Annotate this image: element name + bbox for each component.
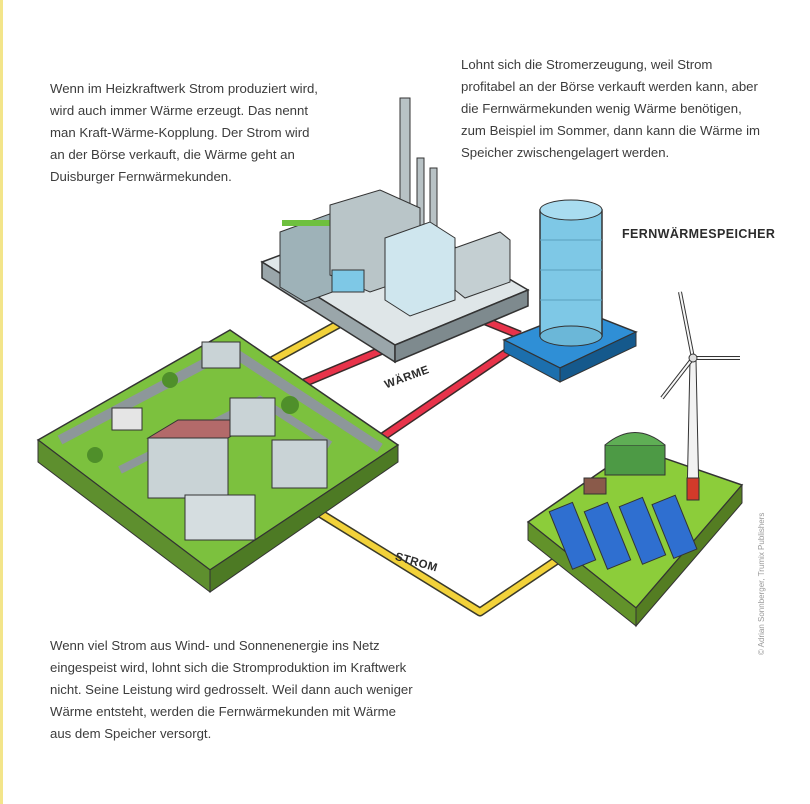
power-plant (260, 97, 530, 364)
renewables-site (526, 432, 744, 628)
heat-storage-tank (502, 199, 638, 383)
wind-turbine (660, 291, 740, 501)
page-edge-stripe (0, 0, 3, 804)
storage-tank-label: FERNWÄRMESPEICHER (622, 227, 776, 241)
intro-paragraph: Wenn im Heizkraftwerk Strom produziert w… (50, 81, 318, 184)
image-credit: © Adrian Sonnberger, Trumix Publishers (757, 512, 766, 655)
storage-paragraph: Lohnt sich die Stromerzeugung, weil Stro… (461, 57, 761, 160)
city-district (36, 329, 400, 594)
renewables-paragraph: Wenn viel Strom aus Wind- und Sonnenener… (50, 638, 413, 741)
